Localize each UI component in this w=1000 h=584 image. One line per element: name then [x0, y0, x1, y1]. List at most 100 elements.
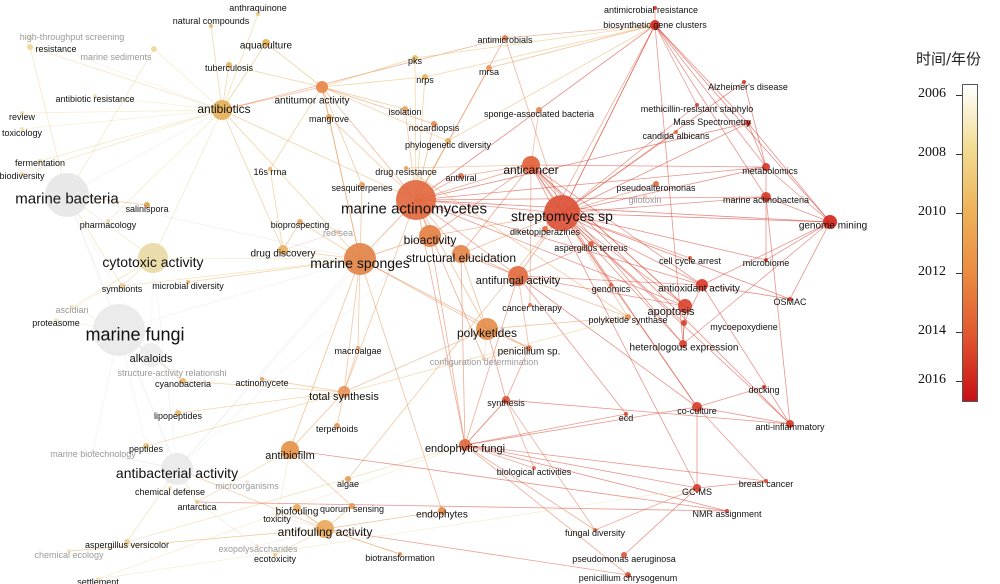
node-docking[interactable]	[762, 385, 766, 389]
node-mrsa[interactable]	[486, 65, 492, 71]
node-apoptosis[interactable]	[678, 299, 692, 313]
node-macroalgae[interactable]	[356, 346, 360, 350]
node-gc-ms[interactable]	[693, 484, 701, 492]
node-marine-sediments[interactable]	[151, 46, 157, 52]
node-toxicity[interactable]	[275, 514, 279, 518]
node-algae[interactable]	[345, 476, 351, 482]
node-streptomyces-sp[interactable]	[544, 195, 580, 231]
node-biotransformation[interactable]	[398, 552, 402, 556]
node-tuberculosis[interactable]	[226, 62, 232, 68]
node-co-culture[interactable]	[692, 402, 702, 412]
node-antibiotics[interactable]	[212, 100, 232, 120]
node-chemical-defense[interactable]	[168, 486, 172, 490]
node-anti-inflammatory[interactable]	[786, 420, 794, 428]
node-quorum-sensing[interactable]	[349, 503, 355, 509]
node-heterologous-expression[interactable]	[679, 340, 687, 348]
node-antitumor-activity[interactable]	[316, 81, 328, 93]
node-polyketides[interactable]	[476, 318, 498, 340]
node-proteasome[interactable]	[54, 318, 58, 322]
node-microbiome[interactable]	[764, 258, 768, 262]
node-antibiofilm[interactable]	[281, 441, 299, 459]
node-mangrove[interactable]	[326, 114, 332, 120]
node-fermentation[interactable]	[38, 159, 42, 163]
node-ecotoxicity[interactable]	[273, 553, 277, 557]
node-ecd[interactable]	[624, 412, 628, 416]
node-phylogenetic-diversity[interactable]	[445, 138, 451, 144]
node-nmr-assignment[interactable]	[725, 509, 729, 513]
node-fungal-diversity[interactable]	[593, 528, 597, 532]
node-gliotoxin[interactable]	[643, 195, 647, 199]
node-alzheimer-s-disease[interactable]	[742, 80, 746, 84]
node-exopolysaccharides[interactable]	[255, 544, 259, 548]
node-endophytes[interactable]	[438, 507, 446, 515]
node-pseudomonas-aeruginosa[interactable]	[621, 552, 627, 558]
node-aquaculture[interactable]	[262, 39, 270, 47]
node-structural-elucidation[interactable]	[452, 245, 470, 263]
node-biosynthetic-gene-clusters[interactable]	[650, 20, 660, 30]
node-antifouling-activity[interactable]	[316, 520, 334, 538]
node-natural-compounds[interactable]	[209, 24, 213, 28]
node-biofouling[interactable]	[293, 504, 301, 512]
node-antibiotic-resistance[interactable]	[93, 94, 97, 98]
node-methicillin-resistant-staphylo[interactable]	[695, 103, 699, 107]
node-marine-biotechnology[interactable]	[91, 449, 95, 453]
node-antibacterial-activity[interactable]	[161, 453, 193, 485]
node-antarctica[interactable]	[195, 500, 199, 504]
node-structure-activity-relationshi[interactable]	[170, 369, 174, 373]
node-polyketide-synthase[interactable]	[625, 314, 631, 320]
node-cell-cycle-arrest[interactable]	[688, 256, 692, 260]
node-endophytic-fungi[interactable]	[459, 439, 471, 451]
node-anthraquinone[interactable]	[256, 12, 260, 16]
node-peptides[interactable]	[143, 443, 149, 449]
node-configuration-determination[interactable]	[482, 357, 486, 361]
node-pseudoalteromonas[interactable]	[653, 181, 659, 187]
node-toxicology[interactable]	[20, 127, 24, 131]
node-biodiversity[interactable]	[20, 172, 24, 176]
node-red-sea[interactable]	[336, 230, 340, 234]
node-settlement[interactable]	[96, 577, 100, 581]
node-actinomycete[interactable]	[260, 377, 264, 381]
node-microbial-diversity[interactable]	[186, 280, 190, 284]
node-sponge-associated-bacteria[interactable]	[536, 107, 542, 113]
node-bioprospecting[interactable]	[297, 219, 303, 225]
node-pharmacology[interactable]	[106, 219, 110, 223]
node-metabolomics[interactable]	[762, 163, 770, 171]
node-mass-spectrometry[interactable]	[745, 120, 751, 126]
node-marine-actinobacteria[interactable]	[761, 192, 771, 202]
node-marine-bacteria[interactable]	[45, 173, 89, 217]
node-lipopeptides[interactable]	[175, 410, 181, 416]
node-review[interactable]	[20, 111, 24, 115]
node-penicillium-sp[interactable]	[526, 345, 532, 351]
node-microorganisms[interactable]	[245, 480, 249, 484]
node-antimicrobial-resistance[interactable]	[653, 6, 657, 10]
node-marine-fungi[interactable]	[93, 304, 145, 356]
node-nocardiopsis[interactable]	[431, 121, 437, 127]
node-isolation[interactable]	[402, 106, 408, 112]
node-drug-resistance[interactable]	[404, 166, 408, 170]
node-genome-mining[interactable]	[823, 215, 837, 229]
node-nrps[interactable]	[422, 74, 428, 80]
node-alkaloids[interactable]	[139, 343, 163, 367]
node-aspergillus-terreus[interactable]	[588, 241, 594, 247]
node-total-synthesis[interactable]	[338, 386, 350, 398]
node-high-throughput-screening[interactable]	[28, 36, 32, 40]
node-aspergillus-versicolor[interactable]	[124, 539, 130, 545]
node-biological-activities[interactable]	[532, 466, 536, 470]
node-anticancer[interactable]	[522, 156, 540, 174]
node-antiviral[interactable]	[458, 173, 464, 179]
node-breast-cancer[interactable]	[764, 479, 768, 483]
node-diketopiperazines[interactable]	[542, 226, 548, 232]
node-pks[interactable]	[412, 55, 418, 61]
node-penicillium-chrysogenum[interactable]	[625, 572, 631, 578]
node-marine-actinomycetes[interactable]	[396, 180, 436, 220]
node-resistance[interactable]	[27, 44, 33, 50]
node-synthesis[interactable]	[502, 396, 510, 404]
node-marine-sponges[interactable]	[344, 243, 376, 275]
node-ascidian[interactable]	[70, 305, 74, 309]
node-16s-rrna[interactable]	[268, 167, 272, 171]
node-antioxidant-activity[interactable]	[696, 279, 708, 291]
node-bioactivity[interactable]	[419, 225, 441, 247]
node-osmac[interactable]	[788, 297, 792, 301]
node-cyanobacteria[interactable]	[180, 378, 186, 384]
node-chemical-ecology[interactable]	[67, 549, 71, 553]
